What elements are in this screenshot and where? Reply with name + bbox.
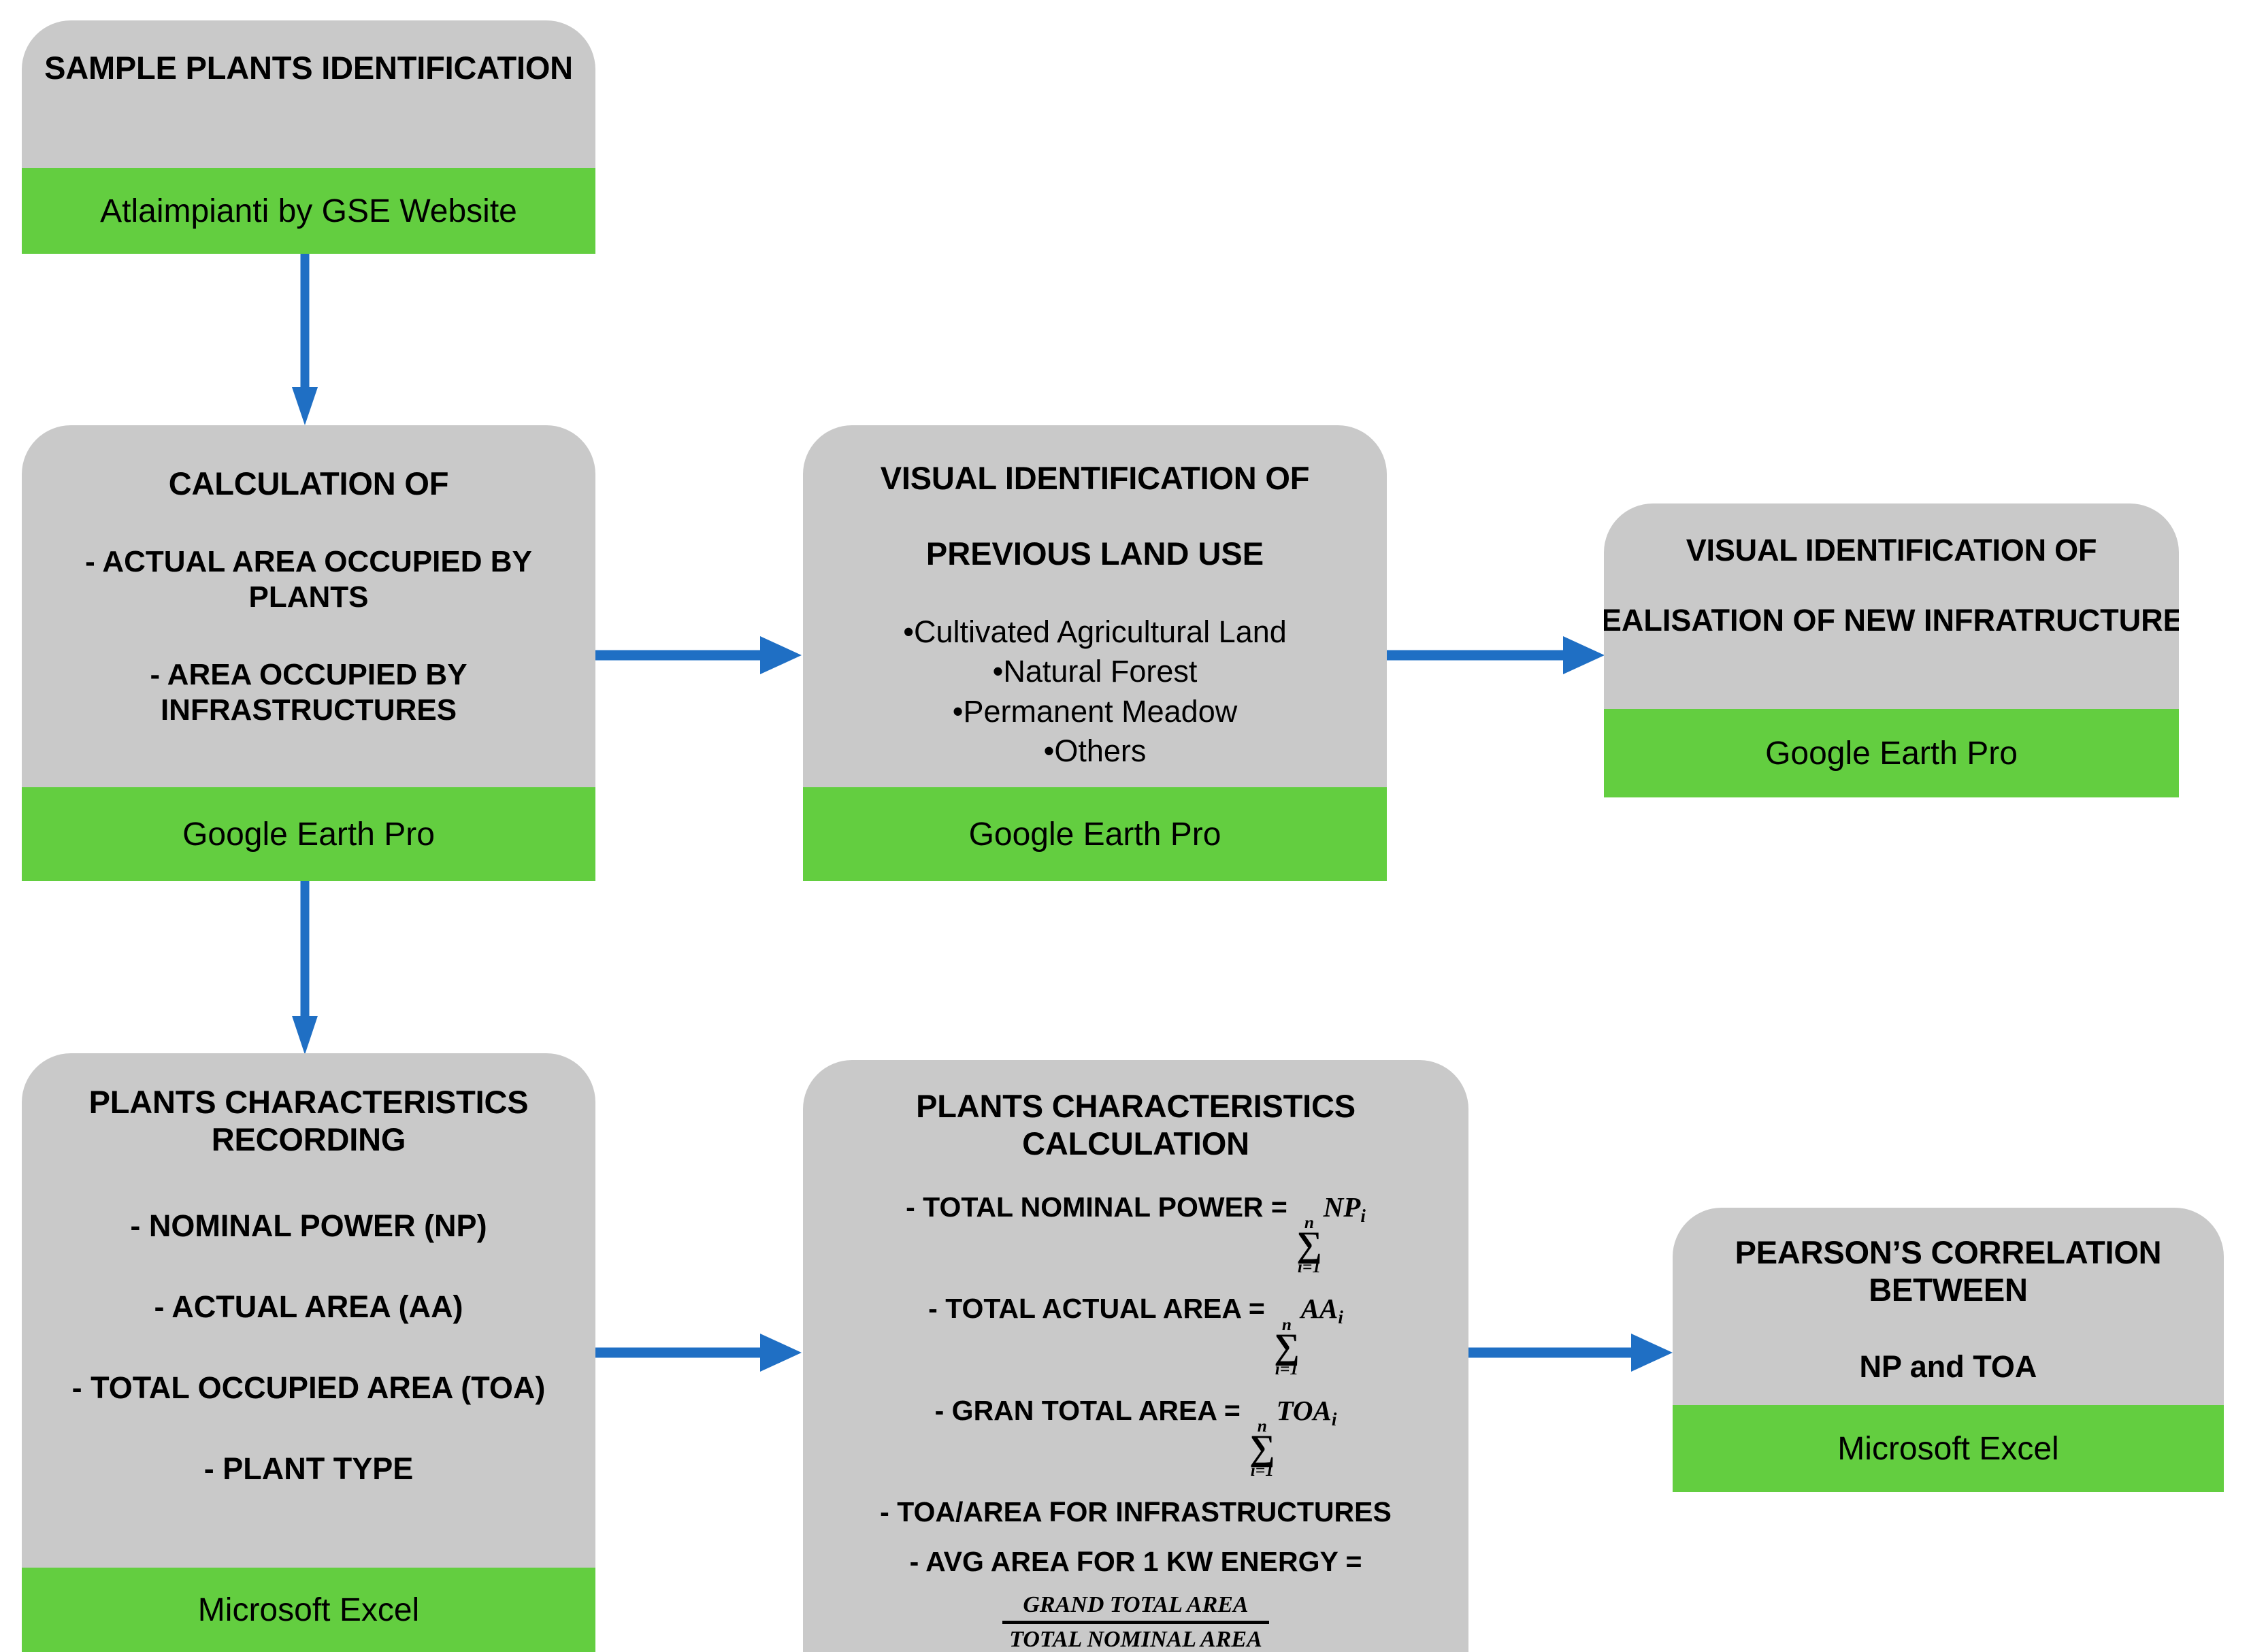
node-tool-badge: Microsoft Excel: [1673, 1405, 2224, 1492]
node-body: PLANTS CHARACTERISTICS CALCULATION - TOT…: [803, 1060, 1468, 1652]
node-body: PLANTS CHARACTERISTICS RECORDING - NOMIN…: [22, 1053, 595, 1568]
node-subtitle: REALISATION OF NEW INFRATRUCTURES: [1604, 603, 2179, 638]
formula-fraction: GRAND TOTAL AREA TOTAL NOMINAL AREA: [1002, 1592, 1269, 1652]
formula-toa-per-infrastructure-area: - TOA/AREA FOR INFRASTRUCTURES: [880, 1496, 1392, 1528]
sum-lower-limit: i=1: [1250, 1461, 1274, 1481]
node-tool-badge: Microsoft Excel: [22, 1568, 595, 1652]
node-body: VISUAL IDENTIFICATION OF PREVIOUS LAND U…: [803, 425, 1387, 787]
node-title: PLANTS CHARACTERISTICS RECORDING: [89, 1083, 529, 1159]
node-line-actual-area: - ACTUAL AREA OCCUPIED BY PLANTS: [85, 545, 532, 614]
formula-subscript: i: [1331, 1408, 1337, 1430]
node-title: SAMPLE PLANTS IDENTIFICATION: [44, 50, 573, 86]
sum-upper-limit: n: [1257, 1417, 1267, 1436]
arrow-sample-to-calculation: [291, 254, 318, 427]
node-title: PEARSON’S CORRELATION BETWEEN: [1735, 1234, 2162, 1309]
node-title-line1: PEARSON’S CORRELATION: [1735, 1234, 2162, 1270]
node-visual-identification-new-infrastructures[interactable]: VISUAL IDENTIFICATION OF REALISATION OF …: [1604, 503, 2179, 797]
sigma-icon: ∑: [1249, 1428, 1275, 1468]
node-tool-label: Atlaimpianti by GSE Website: [100, 193, 517, 229]
node-title-line1: PLANTS CHARACTERISTICS: [916, 1088, 1356, 1124]
node-plants-characteristics-calculation[interactable]: PLANTS CHARACTERISTICS CALCULATION - TOT…: [803, 1060, 1468, 1652]
sigma-icon: ∑: [1296, 1225, 1322, 1265]
node-line-infrastructure-area-part2: INFRASTRUCTURES: [160, 693, 457, 727]
node-tool-label: Google Earth Pro: [1765, 735, 2018, 772]
summation-operator: n∑i=1: [1249, 1417, 1275, 1481]
formula-subscript: i: [1360, 1206, 1366, 1227]
node-tool-badge: Google Earth Pro: [22, 787, 595, 881]
node-title: PLANTS CHARACTERISTICS CALCULATION: [916, 1087, 1356, 1163]
arrow-landuse-to-infrastructures: [1387, 633, 1606, 678]
list-item: •Others: [1043, 733, 1147, 769]
node-item-total-occupied-area: - TOTAL OCCUPIED AREA (TOA): [71, 1370, 546, 1406]
node-body: PEARSON’S CORRELATION BETWEEN NP and TOA: [1673, 1208, 2224, 1405]
node-tool-label: Microsoft Excel: [197, 1591, 420, 1628]
node-body: SAMPLE PLANTS IDENTIFICATION: [22, 20, 595, 168]
node-title: VISUAL IDENTIFICATION OF: [1686, 533, 2097, 567]
node-item-actual-area: - ACTUAL AREA (AA): [154, 1289, 463, 1324]
node-title-line2: RECORDING: [211, 1121, 406, 1158]
node-calculation-of[interactable]: CALCULATION OF - ACTUAL AREA OCCUPIED BY…: [22, 425, 595, 881]
node-title-line2: CALCULATION: [1022, 1125, 1249, 1162]
fraction-denominator: TOTAL NOMINAL AREA: [1002, 1620, 1269, 1652]
summation-operator: n∑i=1: [1296, 1213, 1322, 1277]
node-body: CALCULATION OF - ACTUAL AREA OCCUPIED BY…: [22, 425, 595, 787]
sum-lower-limit: i=1: [1297, 1257, 1321, 1277]
node-tool-label: Microsoft Excel: [1837, 1430, 2059, 1467]
node-line-infrastructure-area-part1: - AREA OCCUPIED BY: [150, 658, 467, 692]
sum-upper-limit: n: [1304, 1213, 1315, 1233]
formula-variable: TOA: [1276, 1394, 1332, 1426]
node-plants-characteristics-recording[interactable]: PLANTS CHARACTERISTICS RECORDING - NOMIN…: [22, 1053, 595, 1652]
formula-subscript: i: [1338, 1307, 1343, 1328]
fraction-numerator: GRAND TOTAL AREA: [1023, 1591, 1249, 1617]
arrow-recording-to-calculation2: [595, 1330, 803, 1375]
node-visual-identification-previous-land-use[interactable]: VISUAL IDENTIFICATION OF PREVIOUS LAND U…: [803, 425, 1387, 881]
arrow-calculation2-to-pearson: [1468, 1330, 1674, 1375]
node-title-line2: BETWEEN: [1869, 1272, 2028, 1308]
sigma-icon: ∑: [1274, 1326, 1300, 1366]
node-subtitle: NP and TOA: [1859, 1349, 2037, 1384]
formula-label: - GRAN TOTAL AREA =: [934, 1394, 1249, 1426]
list-item: •Natural Forest: [992, 654, 1198, 689]
formula-variable: AA: [1300, 1293, 1339, 1325]
node-body: VISUAL IDENTIFICATION OF REALISATION OF …: [1604, 503, 2179, 709]
node-tool-badge: Google Earth Pro: [803, 787, 1387, 881]
summation-operator: n∑i=1: [1274, 1315, 1300, 1378]
formula-label: - TOTAL NOMINAL POWER =: [906, 1191, 1296, 1223]
sum-lower-limit: i=1: [1275, 1359, 1299, 1378]
node-subtitle: PREVIOUS LAND USE: [925, 535, 1264, 572]
arrow-calculation-to-landuse: [595, 633, 803, 678]
node-tool-label: Google Earth Pro: [182, 816, 435, 853]
node-tool-badge: Google Earth Pro: [1604, 709, 2179, 797]
formula-label: - TOTAL ACTUAL AREA =: [928, 1293, 1273, 1325]
sum-upper-limit: n: [1281, 1315, 1292, 1334]
node-title: VISUAL IDENTIFICATION OF: [880, 460, 1310, 496]
node-tool-label: Google Earth Pro: [968, 816, 1221, 853]
list-item: •Cultivated Agricultural Land: [903, 614, 1287, 649]
node-sample-plants-identification[interactable]: SAMPLE PLANTS IDENTIFICATION Atlaimpiant…: [22, 20, 595, 254]
formula-variable: NP: [1323, 1191, 1361, 1223]
node-item-plant-type: - PLANT TYPE: [203, 1451, 414, 1487]
node-tool-badge: Atlaimpianti by GSE Website: [22, 168, 595, 254]
node-title-line1: PLANTS CHARACTERISTICS: [88, 1084, 529, 1120]
arrow-calculation-to-recording: [291, 881, 318, 1057]
node-pearsons-correlation[interactable]: PEARSON’S CORRELATION BETWEEN NP and TOA…: [1673, 1208, 2224, 1492]
formula-avg-area-per-kw: - AVG AREA FOR 1 KW ENERGY =: [909, 1546, 1362, 1578]
node-item-nominal-power: - NOMINAL POWER (NP): [130, 1208, 487, 1243]
list-item: •Permanent Meadow: [952, 693, 1238, 729]
node-line-infrastructure-area: - AREA OCCUPIED BY INFRASTRUCTURES: [150, 657, 467, 728]
node-bullet-list: •Cultivated Agricultural Land •Natural F…: [903, 612, 1287, 772]
node-title: CALCULATION OF: [168, 465, 449, 501]
